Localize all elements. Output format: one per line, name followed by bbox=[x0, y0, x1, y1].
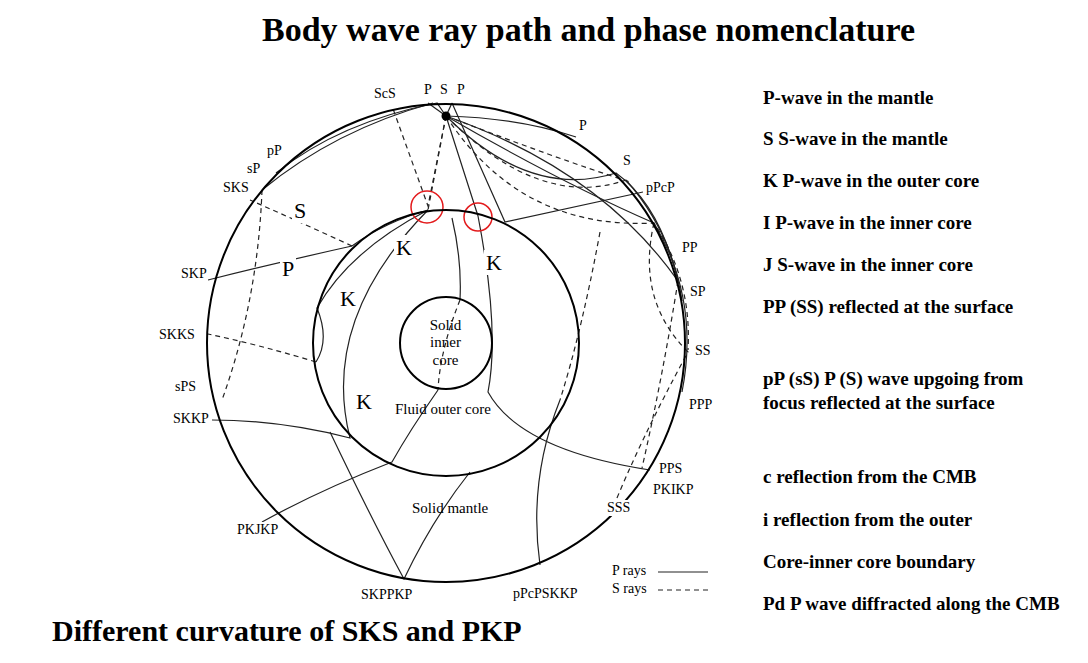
phase-label: SSS bbox=[606, 500, 631, 516]
definition-text: PP (SS) reflected at the surface bbox=[763, 295, 1068, 319]
outer-core-circle: Fluid outer core Solid inner core bbox=[312, 209, 580, 477]
definition-text: S S-wave in the mantle bbox=[763, 127, 1068, 151]
phase-label: PKIKP bbox=[652, 482, 694, 498]
phase-label: SKKP bbox=[172, 411, 210, 427]
legend-text: S rays bbox=[612, 581, 647, 597]
region-label: Solid mantle bbox=[412, 500, 488, 517]
phase-label: PPS bbox=[658, 461, 683, 477]
phase-label: P bbox=[578, 118, 588, 134]
definition-text: i reflection from the outer bbox=[763, 508, 1068, 532]
phase-label: PPP bbox=[688, 397, 713, 413]
phase-label: pPcPSKKP bbox=[512, 586, 579, 602]
diagram-title: Body wave ray path and phase nomenclatur… bbox=[262, 10, 915, 49]
diagram-caption: Different curvature of SKS and PKP bbox=[52, 614, 522, 649]
definition-text: Core-inner core boundary bbox=[763, 550, 1068, 574]
phase-label: sPS bbox=[174, 379, 197, 395]
region-label: Solid inner core bbox=[423, 317, 468, 369]
definition-text: pP (sS) P (S) wave upgoing from focus re… bbox=[763, 367, 1068, 415]
phase-label: P bbox=[456, 82, 466, 98]
wave-type-letter: P bbox=[280, 256, 296, 281]
phase-label: SP bbox=[689, 284, 707, 300]
definition-text: P-wave in the mantle bbox=[763, 86, 1068, 110]
phase-label: P bbox=[423, 82, 433, 98]
wave-type-letter: K bbox=[484, 250, 504, 275]
wave-type-letter: K bbox=[338, 286, 358, 311]
phase-label: PP bbox=[681, 240, 699, 256]
legend-text: P rays bbox=[612, 563, 646, 579]
definition-text: J S-wave in the inner core bbox=[763, 253, 1068, 277]
definition-text: I P-wave in the inner core bbox=[763, 211, 1068, 235]
wave-type-letter: S bbox=[292, 198, 308, 223]
phase-label: pP bbox=[266, 143, 283, 159]
phase-label: SKPPKP bbox=[360, 587, 413, 603]
phase-label: SKKS bbox=[158, 327, 196, 343]
phase-label: S bbox=[622, 153, 632, 169]
wave-type-letter: K bbox=[354, 389, 374, 414]
phase-label: SS bbox=[694, 343, 712, 359]
phase-label: SKS bbox=[222, 180, 250, 196]
phase-label: SKP bbox=[180, 266, 208, 282]
phase-label: pPcP bbox=[645, 180, 676, 196]
definition-text: Pd P wave diffracted along the CMB bbox=[763, 592, 1068, 616]
definition-text: c reflection from the CMB bbox=[763, 465, 1068, 489]
phase-label: S bbox=[439, 82, 449, 98]
region-label: Fluid outer core bbox=[395, 401, 491, 418]
inner-core-circle: Solid inner core bbox=[399, 296, 493, 390]
phase-label: PKJKP bbox=[236, 522, 279, 538]
wave-type-letter: K bbox=[394, 235, 414, 260]
phase-label: ScS bbox=[373, 86, 397, 102]
phase-label: sP bbox=[246, 161, 261, 177]
definition-text: K P-wave in the outer core bbox=[763, 169, 1068, 193]
